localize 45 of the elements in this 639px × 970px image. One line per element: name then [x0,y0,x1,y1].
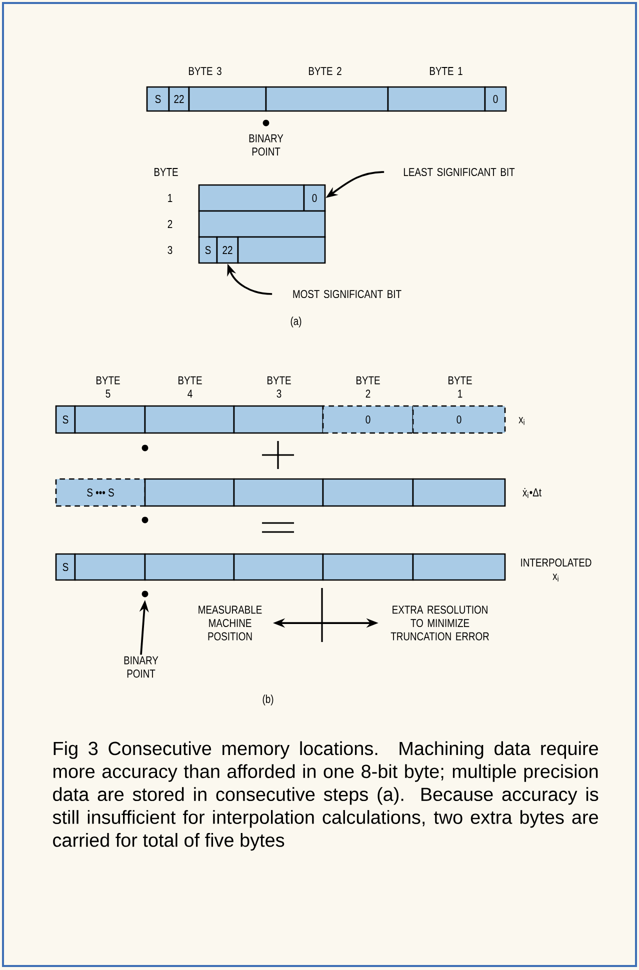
register-cell: 0 [303,184,326,212]
label-text: 3 [168,246,172,254]
label-text: BYTE 3 [188,66,222,76]
register-cell [233,478,324,507]
register-cell [233,405,324,434]
register-cell [265,86,389,112]
label-text: (b) [262,694,274,706]
label-text: 2 [168,220,172,228]
register-cell [412,478,506,507]
label-text: INTERPOLATED x$_{i}$ [521,558,592,582]
register-cell: 22 [168,86,190,112]
register-cell [144,405,235,434]
register-cell: 0 [484,86,507,112]
label-text: (a) [290,316,302,328]
label-text: BYTE 2 [356,376,380,398]
caption-text: Fig 3 Consecutive memory locations. Machining data require more accuracy than afforded in one 8-bit byte; multiple precision data are stored in consecutive steps (a). Because accuracy is still insufficient for interpolation calculations, two extra bytes are carried for total of five bytes [52,741,598,851]
label-text: BYTE 5 [96,376,120,398]
register-cell [322,553,414,581]
register-cell: S [55,405,76,434]
register-cell [322,478,414,507]
register-cell: S [198,236,218,264]
register-cell: S [55,553,76,581]
callout-text: BINARY POINT [124,656,158,678]
label-text: BYTE [154,168,178,176]
label-text: ẋ$_{i}$•Δt [522,488,542,498]
register-cell: 0 [412,405,506,434]
label-text: BYTE 4 [178,376,202,398]
register-cell [144,553,235,581]
register-cell [412,553,506,581]
register-cell [144,478,235,507]
register-cell [233,553,324,581]
callout-text: LEAST SIGNIFICANT BIT [404,168,515,176]
label-text: BYTE 1 [430,67,462,75]
register-cell: 22 [216,236,239,264]
label-text: x$_{i}$ [518,417,524,425]
label-text: BYTE 3 [268,376,291,398]
register-cell: 0 [322,405,414,434]
register-cell: S ••• S [55,478,146,507]
label-text: 1 [168,194,172,202]
callout-text: MEASURABLE MACHINE POSITION [198,606,262,640]
register-cell: S [146,86,170,112]
callout-text: EXTRA RESOLUTION TO MINIMIZE TRUNCATION ERROR [390,606,489,640]
label-text: BINARY POINT [249,134,284,156]
label-text: BYTE 2 [308,67,342,75]
callout-text: MOST SIGNIFICANT BIT [293,290,402,298]
